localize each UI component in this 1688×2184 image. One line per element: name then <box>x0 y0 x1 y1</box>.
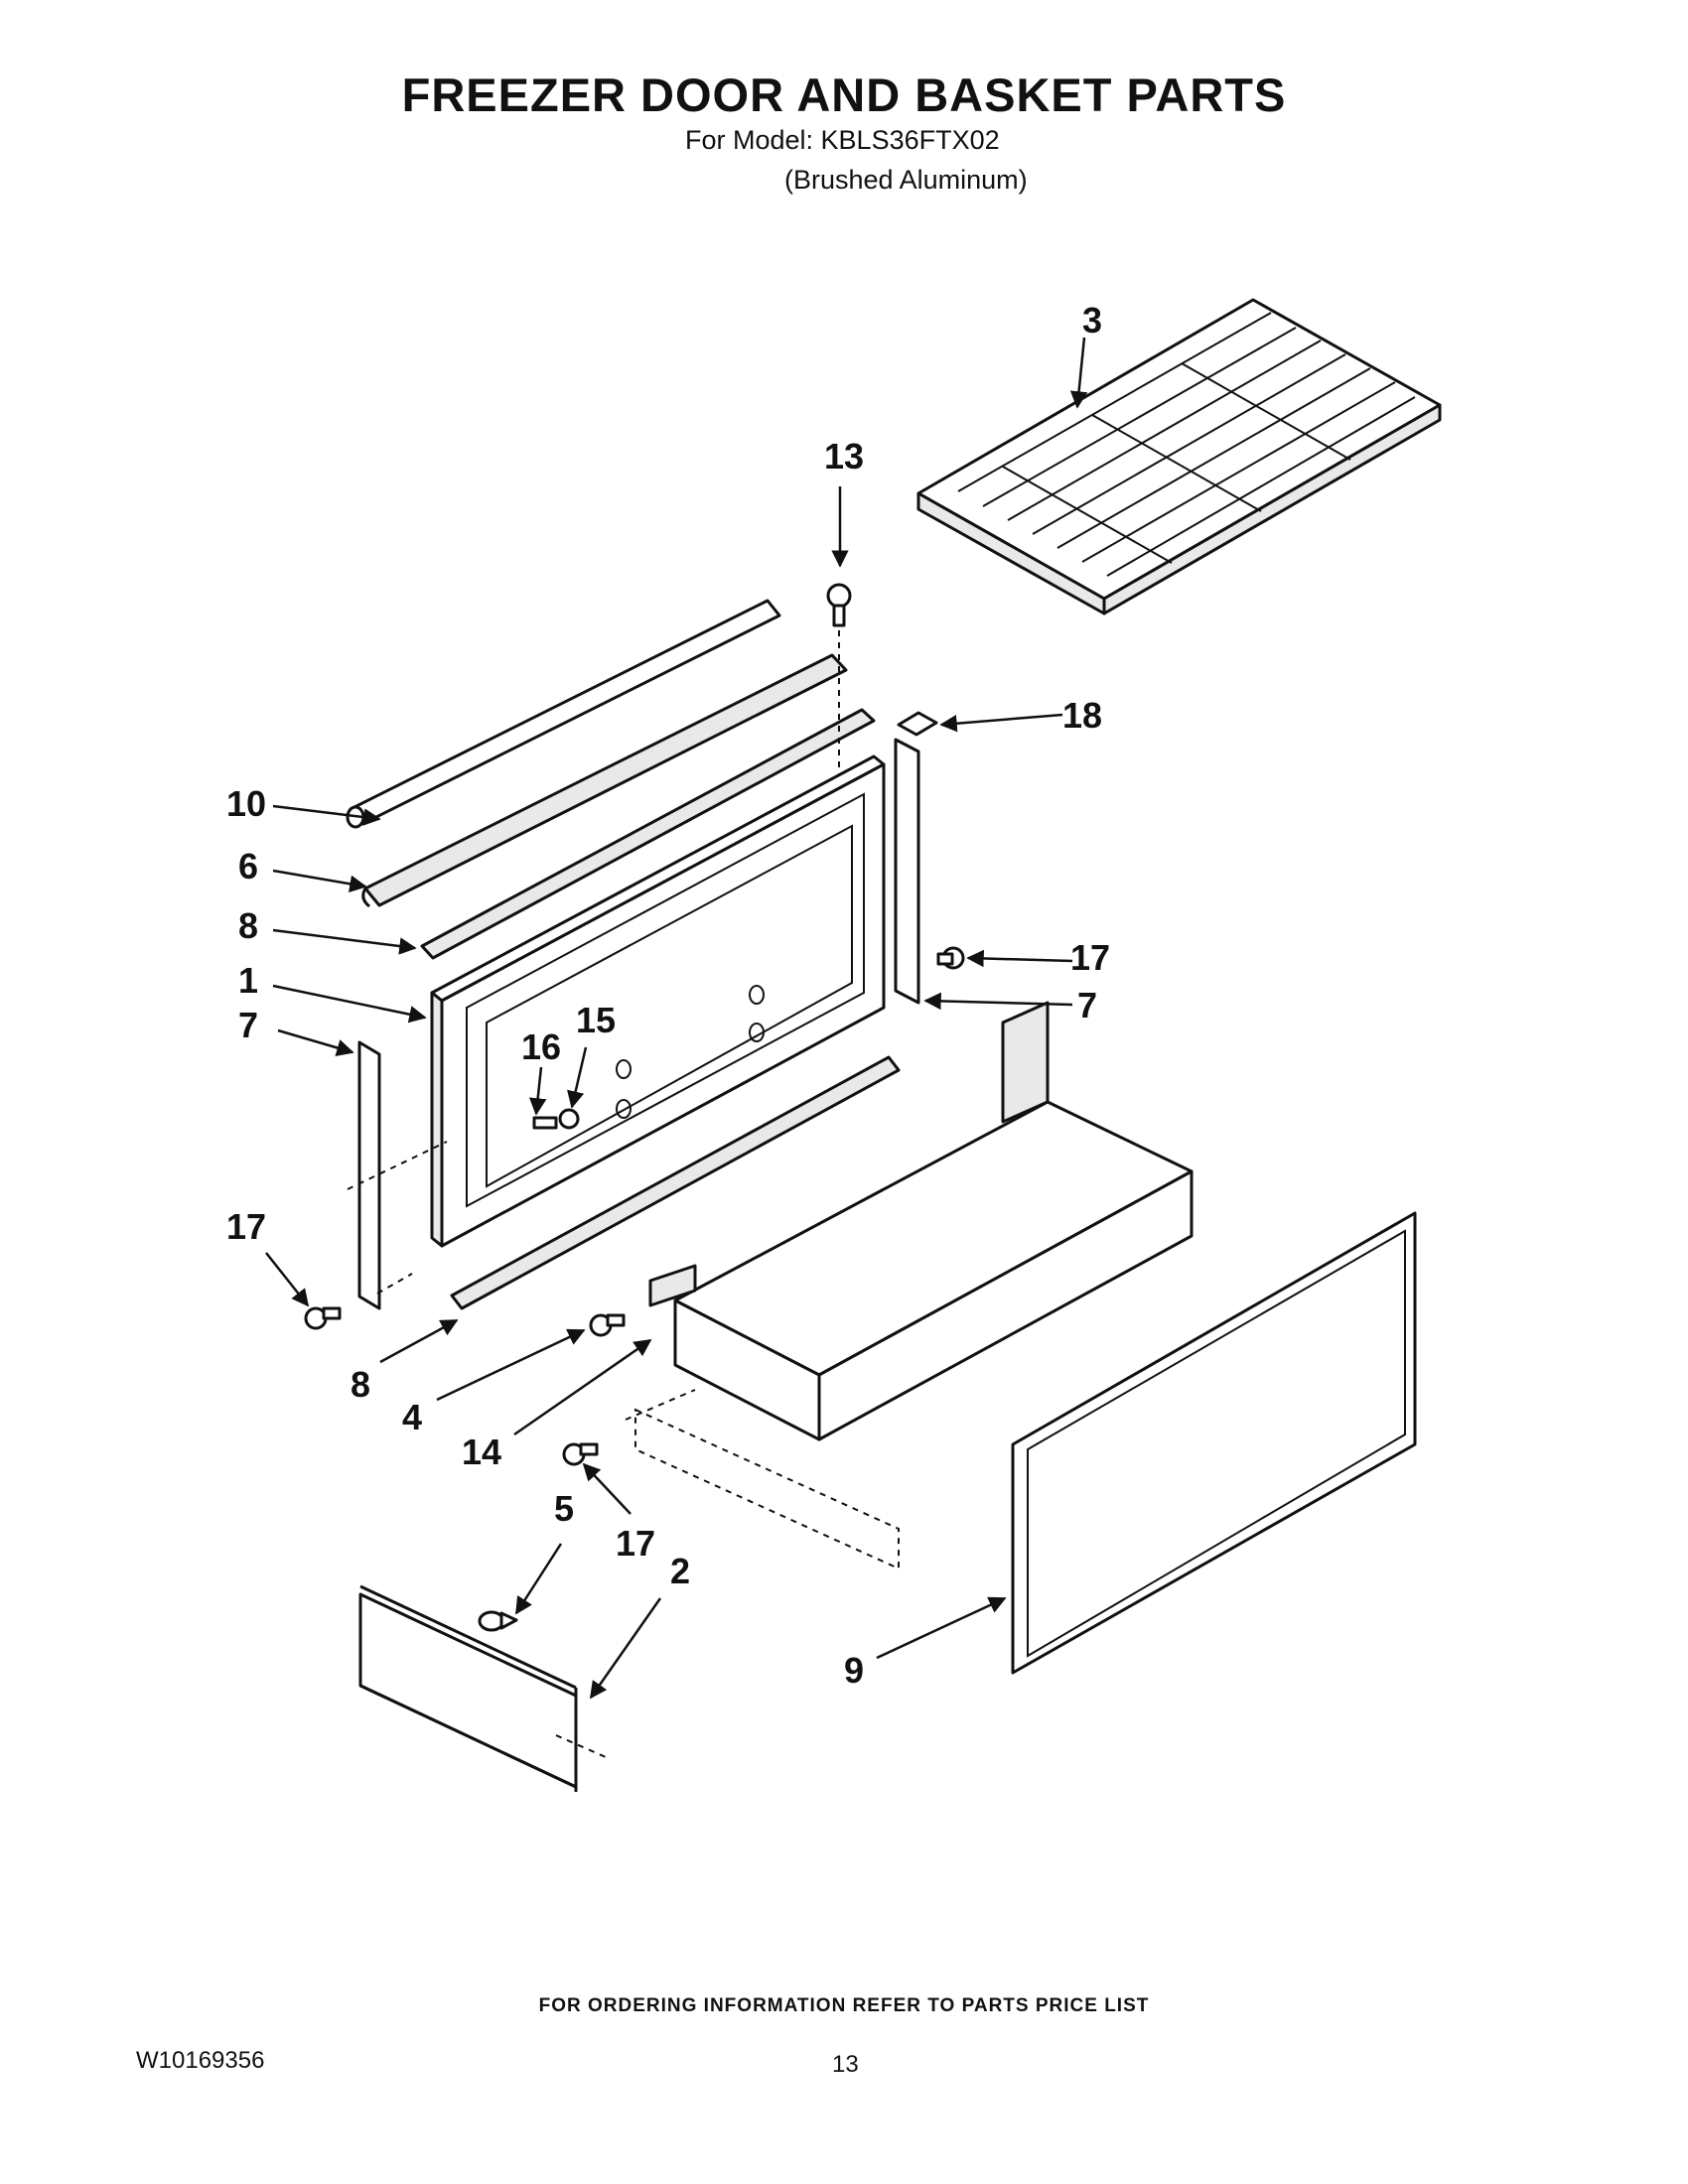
finish-line: (Brushed Aluminum) <box>784 165 1028 195</box>
callout-6: 6 <box>238 846 258 887</box>
ordering-note: FOR ORDERING INFORMATION REFER TO PARTS … <box>538 1995 1150 2016</box>
part-3-tray <box>916 298 1442 615</box>
screw-17-right <box>936 946 965 970</box>
leader-lines <box>265 337 1088 1700</box>
callout-8-bottom: 8 <box>351 1364 370 1405</box>
page-number: 13 <box>832 2051 859 2078</box>
callout-4: 4 <box>402 1397 422 1437</box>
screw-17-left <box>304 1306 342 1330</box>
document-number: W10169356 <box>136 2047 265 2074</box>
part-9-gasket <box>1011 1211 1417 1675</box>
callout-5: 5 <box>554 1488 574 1529</box>
callout-17-right: 17 <box>1070 937 1110 978</box>
callout-13: 13 <box>824 436 864 477</box>
callout-1: 1 <box>238 960 258 1001</box>
part-7-rail-right <box>894 738 920 1005</box>
callout-14: 14 <box>462 1432 501 1472</box>
callout-9: 9 <box>844 1650 864 1691</box>
part-18-clip <box>897 711 938 737</box>
part-7-rail-left <box>347 1040 448 1310</box>
callout-16: 16 <box>521 1026 561 1067</box>
callout-2: 2 <box>670 1551 690 1591</box>
part-8-strip-bottom <box>450 1055 901 1310</box>
part-8-strip-top <box>420 708 876 960</box>
callout-labels: 3 13 18 10 6 8 1 7 17 7 16 15 17 8 4 14 … <box>226 300 1110 1691</box>
part-15-16-fasteners <box>532 1108 580 1130</box>
callout-17-left: 17 <box>226 1206 266 1247</box>
part-13-screw <box>826 583 852 774</box>
part-14-basket <box>625 1001 1194 1570</box>
model-line: For Model: KBLS36FTX02 <box>685 125 1000 155</box>
callout-8-top: 8 <box>238 905 258 946</box>
screw-4 <box>589 1313 626 1337</box>
callout-3: 3 <box>1082 300 1102 341</box>
part-5-screw <box>478 1610 518 1632</box>
page-title: FREEZER DOOR AND BASKET PARTS <box>401 68 1287 121</box>
part-2-bracket <box>358 1584 607 1792</box>
callout-7-right: 7 <box>1077 985 1097 1025</box>
callout-15: 15 <box>576 1000 616 1040</box>
callout-10: 10 <box>226 783 266 824</box>
callout-7-left: 7 <box>238 1005 258 1045</box>
callout-17-bottom: 17 <box>616 1523 655 1564</box>
screw-17-bottom <box>562 1442 599 1466</box>
callout-18: 18 <box>1062 695 1102 736</box>
